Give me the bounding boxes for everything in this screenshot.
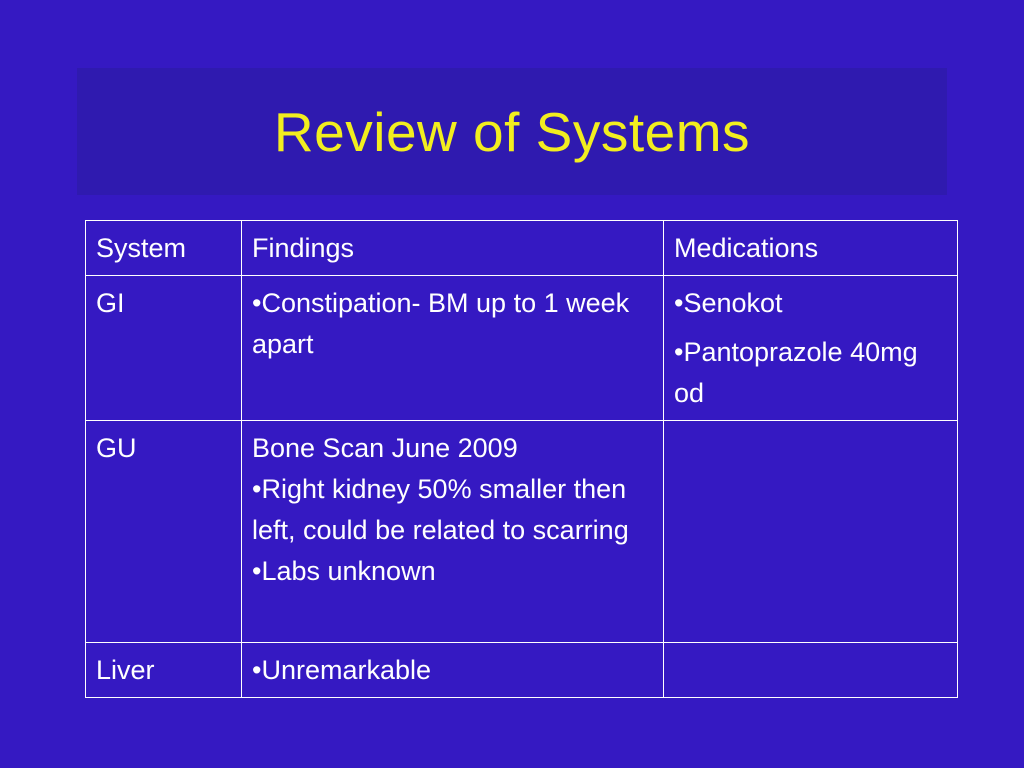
header-system: System [85,220,242,276]
cell-system-gi: GI [85,275,242,421]
cell-findings-gu: Bone Scan June 2009 •Right kidney 50% sm… [241,420,664,643]
cell-medications-gu [663,420,958,643]
cell-medications-gi: •Senokot •Pantoprazole 40mg od [663,275,958,421]
table-row-gu: GU Bone Scan June 2009 •Right kidney 50%… [85,420,958,643]
finding-item: Bone Scan June 2009 [252,433,518,463]
finding-item: •Right kidney 50% smaller then left, cou… [252,474,629,545]
finding-item: •Labs unknown [252,556,436,586]
medication-item: •Senokot [674,288,783,318]
cell-findings-gi: •Constipation- BM up to 1 week apart [241,275,664,421]
title-band: Review of Systems [77,68,947,195]
review-of-systems-table: System Findings Medications GI •Constipa… [85,220,958,698]
table-header-row: System Findings Medications [85,220,958,276]
finding-item: •Unremarkable [252,655,432,685]
cell-system-gu: GU [85,420,242,643]
header-findings: Findings [241,220,664,276]
cell-medications-liver [663,642,958,698]
header-medications: Medications [663,220,958,276]
medication-item: •Pantoprazole 40mg od [674,337,918,408]
cell-findings-liver: •Unremarkable [241,642,664,698]
slide-title: Review of Systems [273,100,751,163]
table-row-gi: GI •Constipation- BM up to 1 week apart … [85,275,958,421]
cell-system-liver: Liver [85,642,242,698]
table-row-liver: Liver •Unremarkable [85,642,958,698]
finding-item: •Constipation- BM up to 1 week apart [252,288,630,359]
